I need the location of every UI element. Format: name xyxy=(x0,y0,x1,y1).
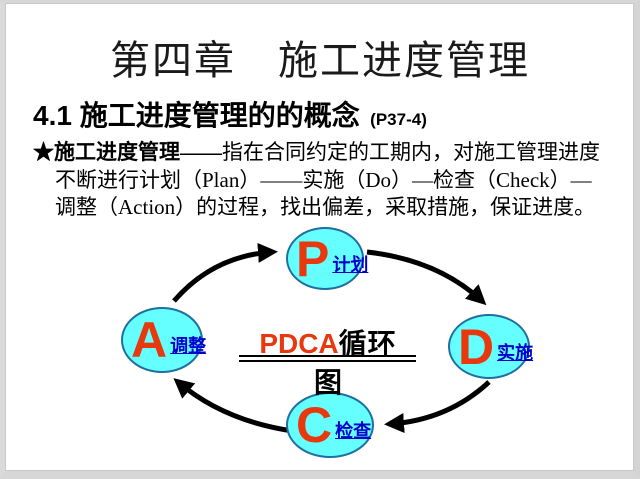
pdca-node-plan: P 计划 xyxy=(286,227,368,290)
center-title-accent: PDCA xyxy=(259,328,339,359)
page-reference: (P37-4) xyxy=(370,110,427,129)
node-letter-p: P xyxy=(296,230,330,287)
node-label-check[interactable]: 检查 xyxy=(335,421,372,441)
paragraph-lead: ★施工进度管理—— xyxy=(33,140,222,164)
node-label-plan[interactable]: 计划 xyxy=(332,254,369,275)
section-heading: 4.1 施工进度管理的的概念 (P37-4) xyxy=(33,94,427,134)
double-underline-top xyxy=(239,355,416,357)
slide-title: 第四章 施工进度管理 xyxy=(110,38,530,83)
pdca-node-do: D 实施 xyxy=(448,314,534,379)
arrow-p-to-d xyxy=(366,249,487,306)
double-underline-bottom xyxy=(239,360,416,362)
center-title-rest: 循环 xyxy=(338,328,397,359)
section-heading-text: 4.1 施工进度管理的的概念 xyxy=(33,100,360,131)
arrow-a-to-p xyxy=(172,242,278,303)
node-label-do[interactable]: 实施 xyxy=(497,342,534,363)
node-letter-c: C xyxy=(296,397,333,453)
pdca-node-action: A 调整 xyxy=(121,307,207,373)
node-letter-d: D xyxy=(458,318,495,375)
paragraph-line-1: ★施工进度管理——指在合同约定的工期内，对施工管理进度 xyxy=(33,139,621,167)
pdca-node-check: C 检查 xyxy=(286,392,374,458)
node-label-action[interactable]: 调整 xyxy=(170,336,207,356)
arrow-d-to-c xyxy=(384,380,491,434)
diagram-center-title: PDCA循环 xyxy=(240,322,416,362)
node-letter-a: A xyxy=(131,312,168,368)
paragraph-line-2: 不断进行计划（Plan）——实施（Do）—检查（Check）— xyxy=(55,167,592,192)
arrow-c-to-a xyxy=(173,378,294,434)
concept-paragraph: ★施工进度管理——指在合同约定的工期内，对施工管理进度 不断进行计划（Plan）… xyxy=(33,139,621,222)
paragraph-line-3: 调整（Action）的过程，找出偏差，采取措施，保证进度。 xyxy=(55,195,596,219)
paragraph-line-1-rest: 指在合同约定的工期内，对施工管理进度 xyxy=(222,140,600,164)
diagram-center-title-line2: 图 xyxy=(313,367,342,398)
